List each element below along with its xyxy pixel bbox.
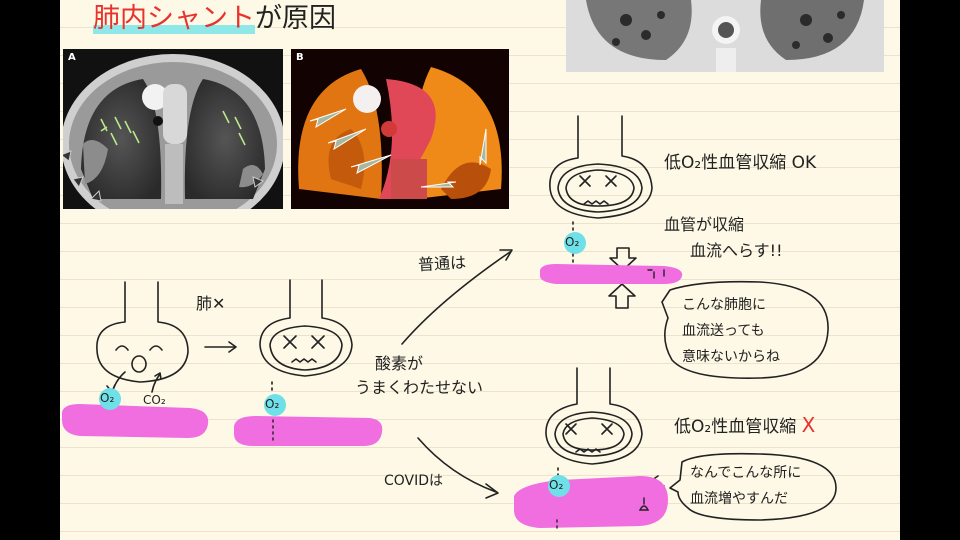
alveolus-hpv-x bbox=[545, 367, 643, 519]
o2-label-2: O₂ bbox=[265, 397, 280, 411]
o2-highlights bbox=[99, 232, 586, 497]
oxygen-line-2: うまくわたせない bbox=[355, 378, 484, 397]
oxygen-line-1: 酸素が bbox=[375, 354, 424, 373]
blood-vessels bbox=[62, 264, 683, 528]
ct-image-top-right bbox=[566, 0, 884, 72]
vessel-line-2: 血流へらす!! bbox=[690, 241, 783, 260]
title-red-part: 肺内シャント bbox=[93, 3, 255, 34]
alveolus-hpv-ok bbox=[549, 115, 653, 273]
bubble-1-line-1: こんな肺胞に bbox=[682, 297, 766, 313]
bubble-2-line-1: なんでこんな所に bbox=[690, 465, 802, 481]
page-title: 肺内シャントが原因 bbox=[93, 0, 336, 35]
o2-label-3: O₂ bbox=[565, 235, 580, 249]
panel-a-label: A bbox=[68, 52, 76, 63]
hpv-x-label: 低O₂性血管収縮 X bbox=[674, 412, 815, 437]
alveolus-damaged bbox=[259, 279, 353, 393]
bubble-1-line-3: 意味ないからね bbox=[682, 349, 780, 365]
bubble-1-line-2: 血流送っても bbox=[682, 323, 765, 339]
vessel-line-1: 血管が収縮 bbox=[664, 215, 745, 234]
speech-bubble-2 bbox=[669, 452, 837, 521]
vessel-constrict-label: 血管が収縮 血流へらす!! bbox=[664, 212, 783, 264]
down-arrow bbox=[609, 247, 637, 271]
arrow-covid bbox=[417, 437, 497, 493]
hpv-x-text: 低O₂性血管収縮 bbox=[674, 417, 797, 437]
title-rest: が原因 bbox=[255, 3, 336, 34]
normal-label: 普通は bbox=[417, 252, 467, 275]
lung-x-label: 肺✕ bbox=[196, 294, 226, 313]
bubble-1-text: こんな肺胞に 血流送っても 意味ないからね bbox=[682, 292, 780, 370]
up-arrow bbox=[608, 283, 636, 309]
bubble-2-line-2: 血流増やすんだ bbox=[690, 491, 788, 507]
speech-bubble-1 bbox=[661, 280, 829, 379]
co2-label: CO₂ bbox=[143, 393, 166, 407]
o2-label-4: O₂ bbox=[549, 478, 564, 492]
bubble-2-text: なんでこんな所に 血流増やすんだ bbox=[690, 460, 801, 512]
arrow-normal bbox=[401, 251, 511, 345]
ct-image-b: B bbox=[291, 49, 509, 209]
hpv-x-mark: X bbox=[801, 413, 816, 437]
covid-label: COVIDは bbox=[384, 473, 444, 489]
oxygen-cannot-pass-label: 酸素が うまくわたせない bbox=[355, 352, 483, 400]
o2-label-1: O₂ bbox=[100, 391, 115, 405]
hpv-ok-label: 低O₂性血管収縮 OK bbox=[664, 153, 817, 173]
panel-b-label: B bbox=[296, 52, 304, 63]
ct-image-a: A bbox=[63, 49, 283, 209]
